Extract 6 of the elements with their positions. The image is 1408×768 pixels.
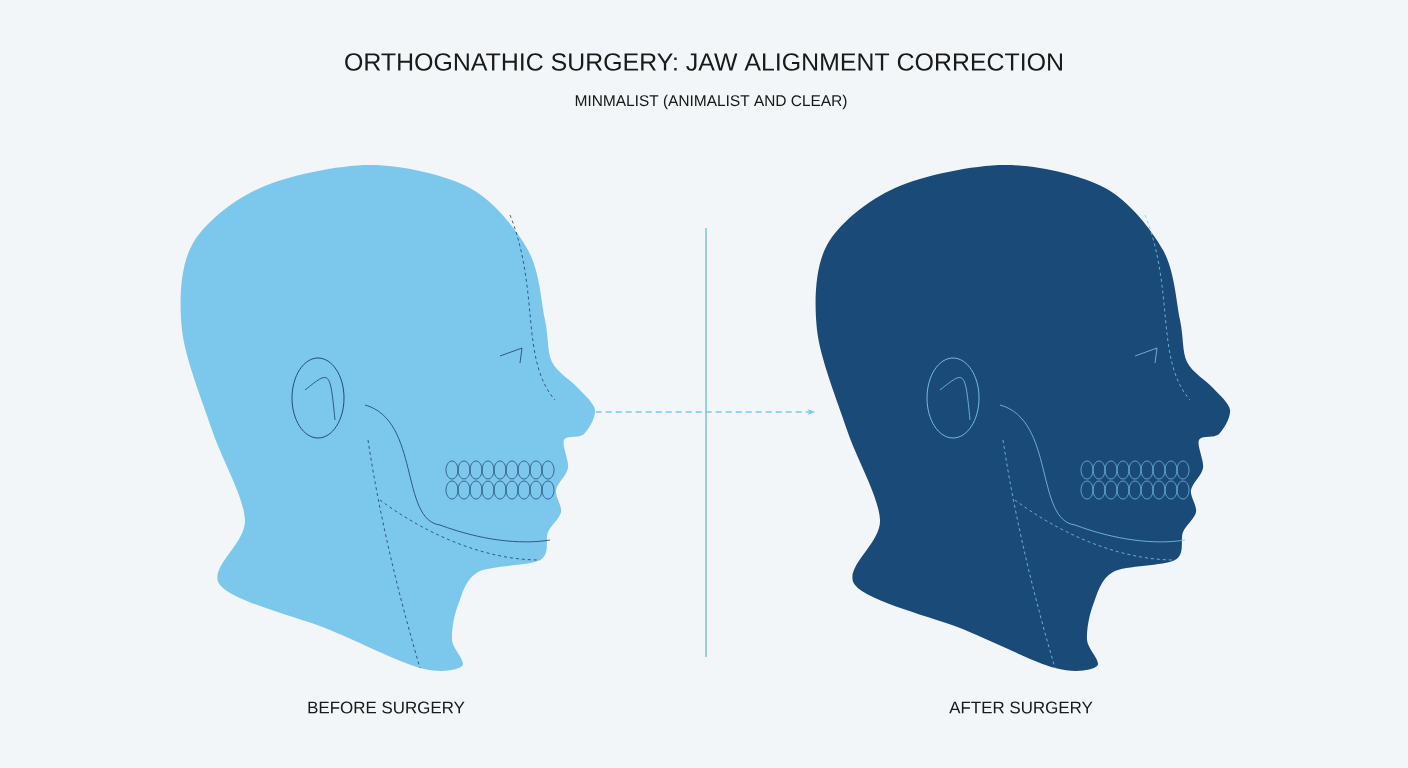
title-text: ORTHOGNATHIC SURGERY: JAW ALIGNMENT CORRECTION [345,53,1062,71]
caption-text: AFTER SURGERY [949,701,1093,714]
head-drawing [180,165,596,671]
subtitle-text: MINMALIST (ANIMALIST AND CLEAR) [575,94,847,110]
head-drawing [815,165,1231,671]
caption-text: BEFORE SURGERY [308,701,465,714]
